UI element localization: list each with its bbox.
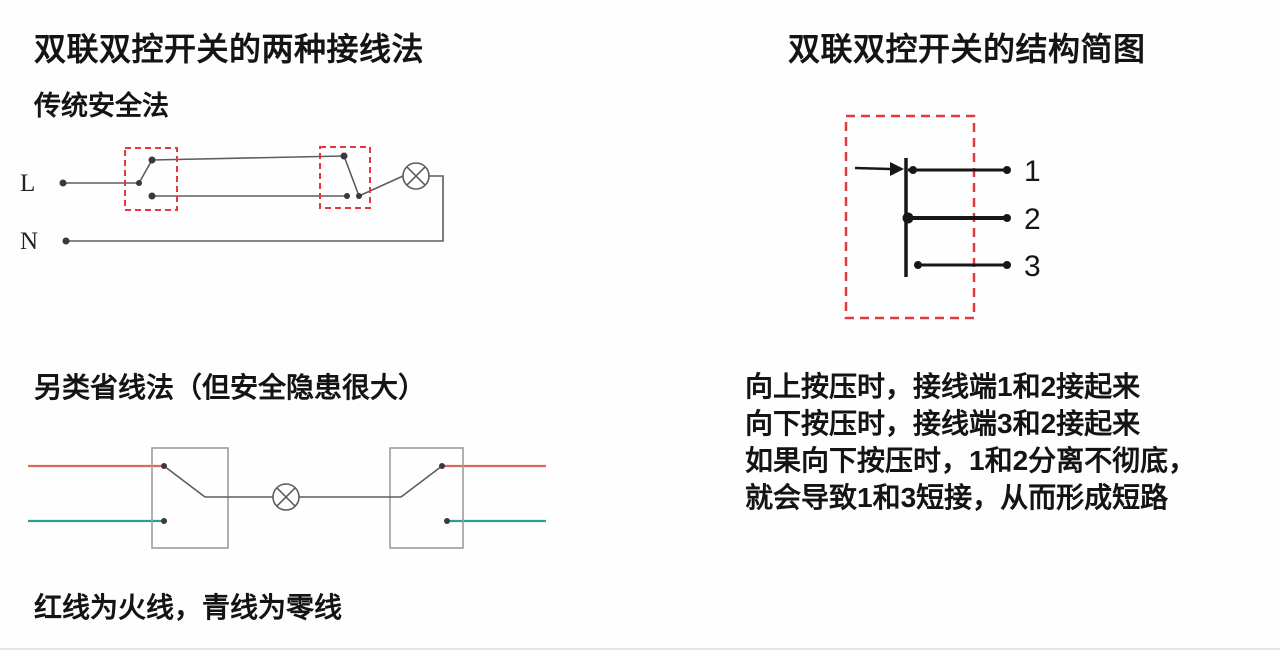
switch1-lever xyxy=(138,159,153,184)
circuit-wires xyxy=(63,155,444,242)
switch-structure-diagram: 1 2 3 xyxy=(844,114,1041,320)
terminal-2-label: 2 xyxy=(1024,203,1041,236)
method1-label: 传统安全法 xyxy=(34,91,169,121)
neutral-return-wire xyxy=(66,175,444,242)
description-line: 就会导致1和3短接，从而形成短路 xyxy=(745,482,1169,513)
switch1-dashed-box xyxy=(124,147,178,211)
method2-label: 另类省线法（但安全隐患很大） xyxy=(34,372,427,403)
wire-color-note: 红线为火线，青线为零线 xyxy=(34,592,343,623)
wire-saving-diagram xyxy=(28,447,546,549)
lamp-icon xyxy=(402,162,430,190)
switch2-lever xyxy=(400,465,443,498)
press-arrow-icon xyxy=(854,162,904,176)
traditional-wiring-diagram: L N xyxy=(20,146,444,255)
terminal-3-label: 3 xyxy=(1024,250,1041,283)
lamp-circuit-wires xyxy=(163,465,443,498)
switch1-box xyxy=(151,447,229,549)
behavior-description: 向上按压时，接线端1和2接起来 向下按压时，接线端3和2接起来 如果向下按压时，… xyxy=(745,368,1196,516)
terminal-nodes xyxy=(902,166,1011,269)
switch2-box xyxy=(389,447,464,549)
switch2-lever xyxy=(343,155,360,197)
connection-nodes xyxy=(59,152,362,245)
switch-mechanism xyxy=(854,158,1011,277)
description-line: 向下按压时，接线端3和2接起来 xyxy=(745,408,1141,439)
switch1-lever xyxy=(163,465,206,498)
lamp-icon xyxy=(272,483,300,511)
terminal-1-label: 1 xyxy=(1024,155,1041,188)
description-line: 向上按压时，接线端1和2接起来 xyxy=(745,371,1141,402)
lamp-feed-wire xyxy=(358,175,404,197)
switch2-dashed-box xyxy=(319,146,371,209)
connection-nodes xyxy=(161,463,450,524)
live-terminal-label: L xyxy=(20,170,35,197)
description-line: 如果向下按压时，1和2分离不彻底， xyxy=(745,445,1197,476)
neutral-terminal-label: N xyxy=(20,228,38,255)
traveler-wire-top xyxy=(151,155,345,161)
left-title: 双联双控开关的两种接线法 xyxy=(34,31,425,67)
right-title: 双联双控开关的结构简图 xyxy=(788,31,1146,67)
